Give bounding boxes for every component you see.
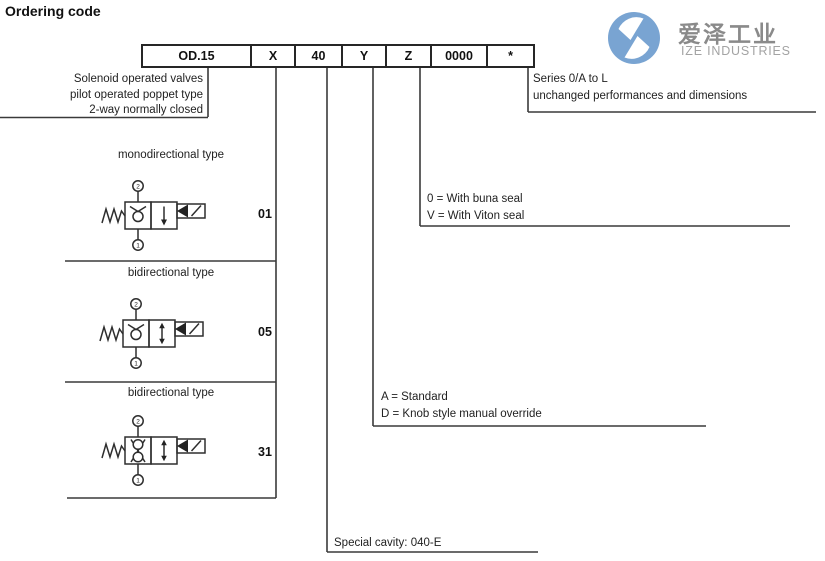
ordering-code-table: OD.15 X 40 Y Z 0000 *: [141, 44, 535, 68]
code-cell-type: X: [252, 46, 296, 66]
override-description-line: D = Knob style manual override: [381, 407, 542, 420]
override-description-line: A = Standard: [381, 391, 448, 403]
code-cell-series: *: [508, 49, 513, 63]
page-title: Ordering code: [5, 3, 101, 19]
code-cell-model: OD.15: [143, 46, 252, 66]
valve-code-31: 31: [258, 445, 272, 459]
valve-type-label-05: bidirectional type: [127, 267, 215, 279]
valve-type-label-31: bidirectional type: [127, 387, 215, 399]
cavity-description: Special cavity: 040-E: [334, 535, 441, 552]
code-cell-seal: Z: [387, 46, 432, 66]
valve-code-05: 05: [258, 325, 272, 339]
base-description-line: 2-way normally closed: [89, 104, 203, 116]
port-label-bottom: 1: [134, 360, 138, 367]
code-cell-override: Y: [343, 46, 387, 66]
valve-type-label-01: monodirectional type: [117, 149, 225, 161]
brand-name-chinese: 爱泽工业: [678, 21, 778, 47]
code-cell-cavity: 40: [296, 46, 343, 66]
series-description: Series 0/A to L unchanged performances a…: [533, 71, 747, 104]
series-description-line: unchanged performances and dimensions: [533, 89, 748, 102]
port-label-top: 2: [134, 301, 138, 308]
override-description: A = Standard D = Knob style manual overr…: [381, 389, 542, 422]
base-description-line: Solenoid operated valves: [73, 73, 203, 85]
valve-symbol-31: 2 1: [101, 415, 206, 486]
cavity-description-line: Special cavity: 040-E: [334, 537, 442, 549]
port-label-bottom: 1: [136, 242, 140, 249]
valve-symbol-05: 2 1: [99, 298, 204, 369]
base-description: Solenoid operated valves pilot operated …: [0, 72, 203, 119]
port-label-top: 2: [136, 183, 140, 190]
base-description-line: pilot operated poppet type: [70, 88, 203, 101]
seal-description: 0 = With buna seal V = With Viton seal: [427, 191, 524, 224]
seal-description-line: V = With Viton seal: [427, 209, 525, 222]
code-cell-voltage: 0000: [432, 46, 488, 66]
port-label-bottom: 1: [136, 477, 140, 484]
valve-symbol-01: 2 1: [101, 180, 206, 251]
ize-logo-icon: [608, 12, 660, 64]
series-description-line: Series 0/A to L: [533, 73, 608, 85]
brand-name-english: IZE INDUSTRIES: [681, 44, 791, 58]
seal-description-line: 0 = With buna seal: [427, 193, 523, 205]
port-label-top: 2: [136, 418, 140, 425]
valve-code-01: 01: [258, 207, 272, 221]
